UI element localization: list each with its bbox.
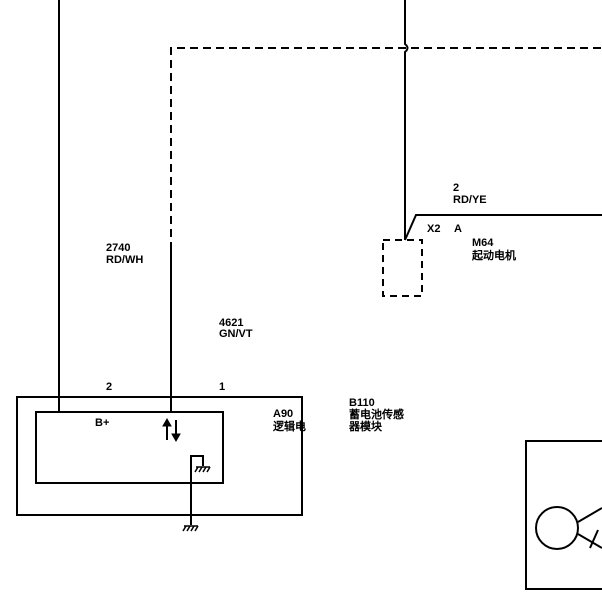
a90-name: 逻辑电 bbox=[273, 420, 306, 433]
internal-ground-wire bbox=[190, 455, 204, 525]
ground-icon bbox=[194, 466, 211, 473]
connector-pin-a-label: A bbox=[454, 223, 462, 235]
wire-2-number: 2 bbox=[453, 182, 460, 194]
a90-logic-box bbox=[35, 411, 224, 484]
m64-id: M64 bbox=[472, 237, 494, 249]
b110-name-line1: 蓄电池传感 bbox=[349, 408, 404, 421]
right-component-box bbox=[525, 440, 602, 590]
wire-2-rd-ye bbox=[404, 214, 602, 241]
m64-connector-box bbox=[382, 239, 423, 297]
b110-module-box bbox=[16, 396, 303, 516]
motor-symbol-circle bbox=[535, 506, 579, 550]
b110-name-line2: 器模块 bbox=[349, 420, 382, 433]
b-plus-label: B+ bbox=[95, 417, 110, 429]
ground-icon bbox=[182, 525, 199, 532]
wire-2740-dashed bbox=[170, 47, 602, 250]
wire-2740-color: RD/WH bbox=[106, 254, 144, 266]
wire-4621-number: 4621 bbox=[219, 317, 244, 329]
wire-4621-color: GN/VT bbox=[219, 328, 253, 340]
bidirectional-arrow-icon bbox=[162, 417, 181, 443]
pin-1-label: 1 bbox=[219, 381, 226, 393]
m64-name: 起动电机 bbox=[472, 249, 516, 262]
a90-id: A90 bbox=[273, 408, 294, 420]
motor-symbol-leads bbox=[577, 507, 602, 549]
wire-2-color: RD/YE bbox=[453, 194, 487, 206]
pin-2-label: 2 bbox=[106, 381, 113, 393]
connector-x2-label: X2 bbox=[427, 223, 441, 235]
wire-starter-feed bbox=[404, 0, 409, 240]
wire-2740-number: 2740 bbox=[106, 242, 131, 254]
b110-id: B110 bbox=[349, 397, 375, 409]
